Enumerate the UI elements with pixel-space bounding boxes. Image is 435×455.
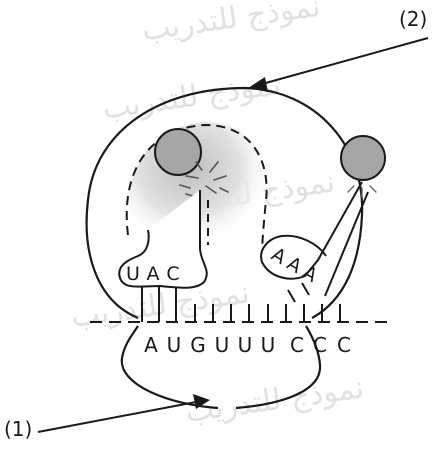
ribosome-large-subunit [85,86,364,320]
mrna-base: U [167,333,182,357]
watermark-text: نموذج للتدريب [140,0,323,48]
trna-a-site [324,191,369,297]
trna-a-site [260,181,363,280]
ribosome-small-subunit [120,325,219,410]
trna-p-site [118,190,208,289]
mrna-sequence: A U G U U U C C C [144,333,351,357]
pointer-arrow-2 [261,37,429,85]
arrowhead-2 [248,77,268,92]
incoming-amino-acid [340,135,386,181]
watermark-text: نموذج للتدريب [183,370,366,430]
label-1: (1) [4,417,32,441]
arrowhead-1 [193,394,210,409]
label-2: (2) [399,7,427,31]
pointer-arrow-1 [37,401,197,433]
ribosome-small-subunit [235,325,322,410]
anticodon-base: U [126,263,140,285]
trna-binding-site-outline [125,123,268,259]
mrna-ticks [194,304,341,322]
peptide-bond-spark [179,161,229,198]
amino-acid [154,128,202,176]
mrna-base: C [290,333,304,357]
mrna-base: U [261,333,276,357]
mrna-base: U [238,333,253,357]
anticodon-base: A [147,263,160,285]
codon-anticodon-pairing [141,287,177,322]
a-site-pairing [287,282,310,303]
mrna-base: A [144,333,158,357]
mrna-base: C [337,333,351,357]
anticodon-base: C [166,263,179,285]
amino-acid-spark [347,185,377,198]
watermark-text: نموذج للتدريب [100,67,283,127]
mrna-base: U [215,333,230,357]
mrna-base: G [190,333,206,357]
